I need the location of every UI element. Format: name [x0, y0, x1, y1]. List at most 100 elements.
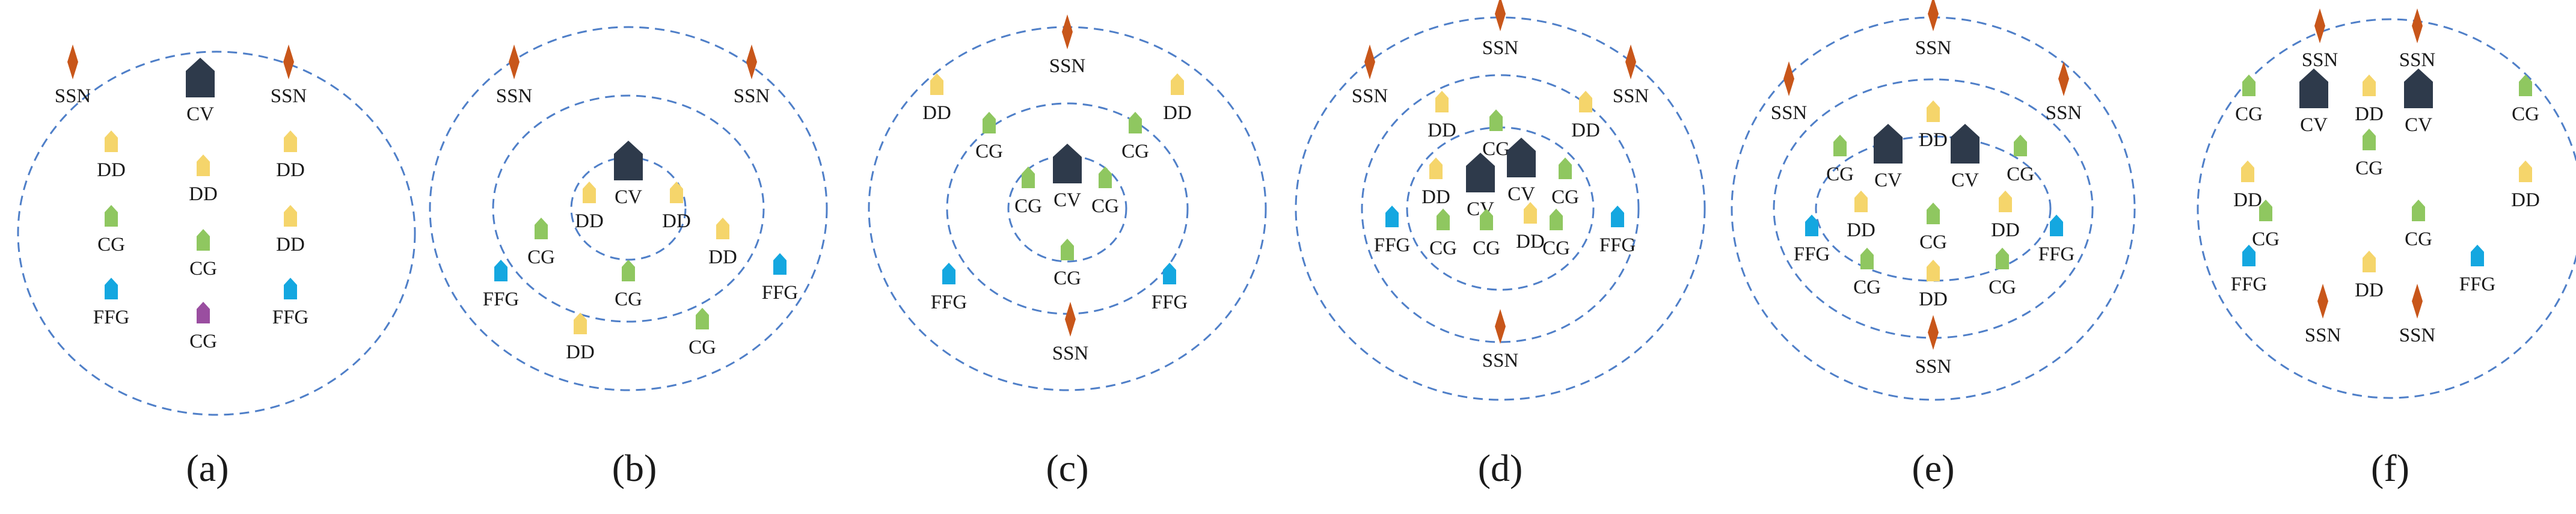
- ship-ffg: FFG: [931, 263, 967, 313]
- cruiser-icon: [1833, 135, 1847, 156]
- frigate-icon: [494, 260, 508, 281]
- ship-label: DD: [2233, 189, 2262, 211]
- screen-ring: [1007, 155, 1127, 263]
- destroyer-icon: [1927, 260, 1940, 281]
- ship-label: SSN: [1915, 356, 1952, 378]
- destroyer-icon: [930, 73, 943, 95]
- carrier-icon: [1507, 138, 1536, 177]
- ship-label: CG: [1014, 195, 1042, 217]
- destroyer-icon: [105, 130, 118, 152]
- screen-ring: [2197, 18, 2576, 399]
- destroyer-icon: [2363, 251, 2376, 272]
- ship-label: CG: [1053, 268, 1081, 289]
- submarine-icon: [1065, 302, 1076, 337]
- ship-label: SSN: [55, 85, 91, 107]
- ship-ffg: FFG: [1374, 206, 1410, 256]
- submarine-icon: [1783, 61, 1794, 96]
- ship-ffg: FFG: [1152, 263, 1188, 313]
- ship-cg: CG: [2512, 75, 2539, 125]
- ship-label: CG: [1473, 237, 1500, 259]
- ship-label: DD: [922, 102, 951, 124]
- ship-label: DD: [2355, 280, 2384, 301]
- ship-cg: CG: [189, 302, 217, 352]
- submarine-icon: [1928, 315, 1939, 350]
- ship-label: CG: [688, 337, 716, 358]
- cruiser-icon: [1927, 203, 1940, 224]
- ship-label: CG: [2355, 158, 2383, 179]
- ship-label: SSN: [1613, 85, 1649, 107]
- ship-dd: DD: [189, 155, 218, 205]
- screen-ring: [429, 26, 828, 391]
- frigate-icon: [2242, 245, 2256, 266]
- ship-dd: DD: [708, 218, 737, 268]
- panel-caption: (c): [1046, 447, 1088, 489]
- ship-label: CG: [1826, 164, 1854, 185]
- submarine-icon: [1495, 309, 1506, 344]
- carrier-icon: [2299, 69, 2328, 108]
- ship-label: CV: [1507, 183, 1535, 205]
- ship-label: SSN: [1049, 55, 1086, 77]
- ship-label: SSN: [2399, 325, 2436, 346]
- ship-cg: CG: [2405, 200, 2432, 250]
- ship-dd: DD: [1571, 91, 1600, 141]
- ship-label: DD: [1421, 186, 1450, 208]
- ship-label: DD: [97, 159, 126, 181]
- ship-label: CV: [2300, 114, 2328, 136]
- ship-cg: CG: [2355, 129, 2383, 179]
- ship-label: CV: [1951, 170, 1979, 191]
- ship-label: CV: [2405, 114, 2432, 136]
- ship-cv: CV: [2404, 69, 2433, 136]
- ship-ssn: SSN: [1915, 0, 1951, 59]
- submarine-icon: [2314, 8, 2325, 43]
- carrier-icon: [1874, 124, 1903, 164]
- ship-cv: CV: [1874, 124, 1903, 191]
- ship-cv: CV: [186, 58, 215, 125]
- panel-caption: (f): [2371, 447, 2409, 489]
- cruiser-icon: [1480, 209, 1493, 230]
- ship-label: CV: [1874, 170, 1902, 191]
- ship-cg: CG: [1989, 248, 2016, 298]
- submarine-icon: [1495, 0, 1506, 31]
- ship-label: DD: [566, 341, 595, 363]
- destroyer-icon: [284, 130, 297, 152]
- destroyer-icon: [583, 182, 596, 203]
- cruiser-icon: [1437, 209, 1450, 230]
- ship-label: CG: [1551, 186, 1579, 208]
- submarine-icon: [746, 44, 757, 79]
- cruiser-icon: [2519, 75, 2532, 96]
- ship-ffg: FFG: [93, 278, 129, 328]
- destroyer-icon: [1579, 91, 1592, 112]
- frigate-icon: [1385, 206, 1399, 227]
- ship-cg: CG: [97, 205, 125, 255]
- ship-label: CG: [189, 258, 217, 280]
- destroyer-icon: [2519, 161, 2532, 182]
- frigate-icon: [773, 253, 787, 275]
- submarine-icon: [2317, 284, 2328, 319]
- ship-ffg: FFG: [272, 278, 308, 328]
- ship-dd: DD: [276, 205, 305, 255]
- ship-label: SSN: [1771, 102, 1808, 124]
- cruiser-icon: [1129, 112, 1142, 133]
- ship-ffg: FFG: [762, 253, 798, 304]
- submarine-icon: [67, 44, 78, 79]
- destroyer-icon: [2363, 75, 2376, 96]
- ship-label: CG: [1482, 138, 1510, 160]
- frigate-icon: [1163, 263, 1176, 284]
- ship-dd: DD: [1428, 91, 1456, 141]
- ship-label: CG: [2235, 103, 2263, 125]
- destroyer-icon: [197, 155, 210, 176]
- ship-ssn: SSN: [1771, 61, 1808, 124]
- ship-label: CG: [2007, 164, 2034, 185]
- ship-dd: DD: [2233, 161, 2262, 211]
- cruiser-icon: [2412, 200, 2425, 221]
- ship-cg: CG: [1429, 209, 1457, 259]
- ship-label: CG: [527, 246, 555, 268]
- submarine-icon: [283, 44, 294, 79]
- ship-ffg: FFG: [2038, 215, 2075, 265]
- ship-label: DD: [1163, 102, 1192, 124]
- ship-cg: CG: [1473, 209, 1500, 259]
- ship-label: SSN: [1482, 350, 1519, 372]
- frigate-icon: [284, 278, 297, 299]
